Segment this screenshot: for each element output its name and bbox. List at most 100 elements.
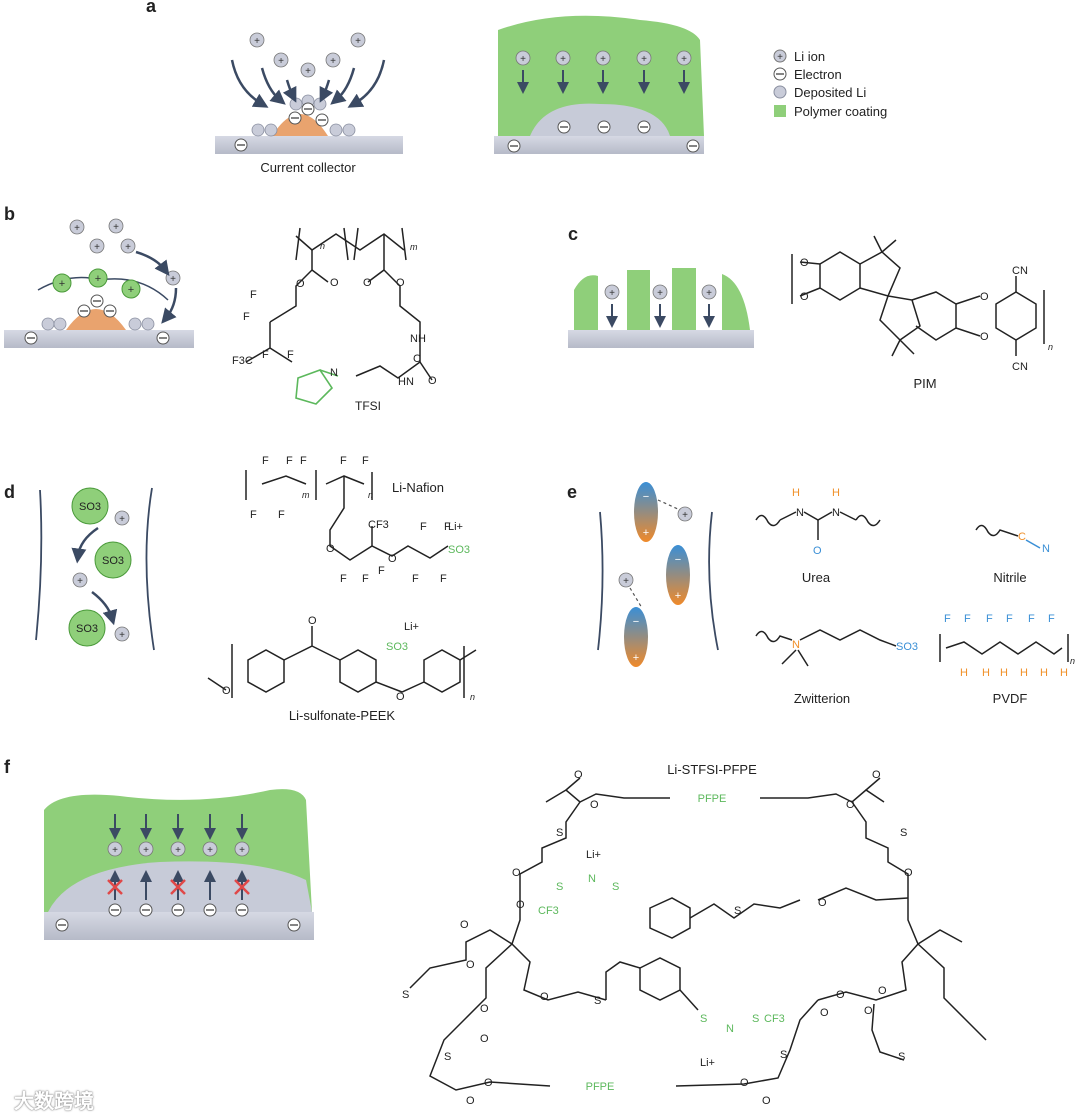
svg-text:O: O — [512, 867, 521, 879]
svg-text:n: n — [470, 692, 475, 702]
svg-text:F: F — [243, 311, 250, 323]
svg-text:H: H — [960, 667, 968, 679]
li-ion-icon — [773, 49, 787, 63]
pvdf-caption: PVDF — [993, 691, 1028, 706]
svg-text:+: + — [77, 576, 83, 587]
microporous-polymer-c — [574, 268, 750, 330]
structure-zwitterion — [755, 629, 897, 667]
svg-text:+: + — [175, 845, 181, 856]
svg-text:+: + — [600, 54, 606, 65]
panel-label-c: c — [568, 224, 578, 244]
panel-label-e: e — [567, 482, 577, 502]
svg-text:+: + — [94, 242, 100, 253]
svg-text:O: O — [980, 331, 989, 343]
li-plus-f-top: Li+ — [586, 849, 601, 861]
svg-text:+: + — [112, 845, 118, 856]
svg-text:C: C — [1018, 531, 1026, 543]
electrode-f — [44, 912, 314, 940]
panel-label-d: d — [4, 482, 15, 502]
panel-f: f +++++ Li-STFSI-PFPE — [4, 757, 987, 1107]
svg-text:m: m — [302, 490, 310, 500]
svg-text:O: O — [396, 277, 405, 289]
structure-li-stfsi-pfpe — [409, 777, 987, 1091]
structure-urea — [755, 511, 881, 540]
svg-text:O: O — [388, 553, 397, 565]
li-sulfonate-peek-caption: Li-sulfonate-PEEK — [289, 708, 396, 723]
svg-text:O: O — [326, 543, 335, 555]
hopping-arrows-d — [71, 526, 118, 626]
li-plus-nafion: Li+ — [448, 521, 463, 533]
pim-caption: PIM — [913, 376, 936, 391]
zwitterion-dipoles — [624, 482, 690, 667]
urea-caption: Urea — [802, 570, 831, 585]
legend: + Li ion Electron Deposited Li Polymer c… — [773, 49, 887, 119]
svg-text:F: F — [944, 613, 951, 625]
sulfonate-groups — [68, 487, 132, 647]
svg-text:O: O — [222, 685, 231, 697]
svg-text:S: S — [556, 881, 563, 893]
panel-c: c +++ OO — [568, 224, 1053, 391]
svg-text:O: O — [466, 1095, 475, 1107]
cf3-f-bottom: CF3 — [764, 1013, 785, 1025]
svg-text:F: F — [340, 573, 347, 585]
svg-text:F: F — [1048, 613, 1055, 625]
blocked-electron-cross — [107, 879, 250, 895]
svg-text:+: + — [239, 845, 245, 856]
legend-text-2: Deposited Li — [794, 85, 866, 100]
svg-text:H: H — [1000, 667, 1008, 679]
svg-text:C: C — [413, 353, 421, 365]
svg-text:O: O — [296, 278, 305, 290]
svg-text:O: O — [590, 799, 599, 811]
svg-text:S: S — [898, 1051, 905, 1063]
svg-text:+: + — [609, 288, 615, 299]
svg-text:O: O — [846, 799, 855, 811]
svg-text:O: O — [904, 867, 913, 879]
svg-text:O: O — [800, 291, 809, 303]
cf3-label-nafion: CF3 — [368, 519, 389, 531]
panel-label-f: f — [4, 757, 11, 777]
cn-label-bottom: CN — [1012, 361, 1028, 373]
svg-text:+: + — [254, 36, 260, 47]
svg-text:S: S — [556, 827, 563, 839]
stfsi-groups: SN S SN S — [556, 873, 759, 1035]
svg-text:+: + — [633, 652, 639, 664]
svg-text:+: + — [59, 278, 65, 290]
svg-text:+: + — [681, 54, 687, 65]
svg-text:+: + — [305, 66, 311, 77]
so3-peek: SO3 — [386, 641, 408, 653]
svg-text:O: O — [740, 1077, 749, 1089]
svg-text:+: + — [330, 56, 336, 67]
so3-label-3: SO3 — [76, 623, 98, 635]
svg-text:F: F — [278, 509, 285, 521]
svg-text:+: + — [74, 223, 80, 234]
panel-b: b +++ +++++ — [4, 204, 437, 413]
svg-text:+: + — [777, 52, 783, 63]
svg-text:+: + — [706, 288, 712, 299]
svg-text:O: O — [820, 1007, 829, 1019]
down-arrows-f — [109, 814, 248, 840]
watermark: 大数跨境 — [14, 1089, 94, 1113]
svg-text:O: O — [813, 545, 822, 557]
curved-flux-arrows-a — [230, 59, 386, 108]
polymer-coating-a — [498, 15, 704, 136]
polymer-chain-e-left — [597, 511, 604, 651]
f3c-label: F3C — [232, 355, 253, 367]
structure-nafion — [245, 470, 449, 561]
svg-text:+: + — [682, 510, 688, 521]
legend-text-1: Electron — [794, 67, 842, 82]
polymer-coating-icon — [774, 105, 786, 117]
svg-text:O: O — [574, 769, 583, 781]
svg-text:+: + — [143, 845, 149, 856]
li-deposit-mound — [272, 114, 328, 136]
svg-text:F: F — [340, 455, 347, 467]
svg-text:O: O — [800, 257, 809, 269]
svg-text:m: m — [410, 242, 418, 252]
svg-text:F: F — [1028, 613, 1035, 625]
svg-text:N: N — [1042, 543, 1050, 555]
svg-text:O: O — [872, 769, 881, 781]
svg-text:F: F — [287, 349, 294, 361]
li-ions-a2: +++++ — [515, 50, 692, 66]
li-nafion-caption: Li-Nafion — [392, 480, 444, 495]
cf3-f-top: CF3 — [538, 905, 559, 917]
